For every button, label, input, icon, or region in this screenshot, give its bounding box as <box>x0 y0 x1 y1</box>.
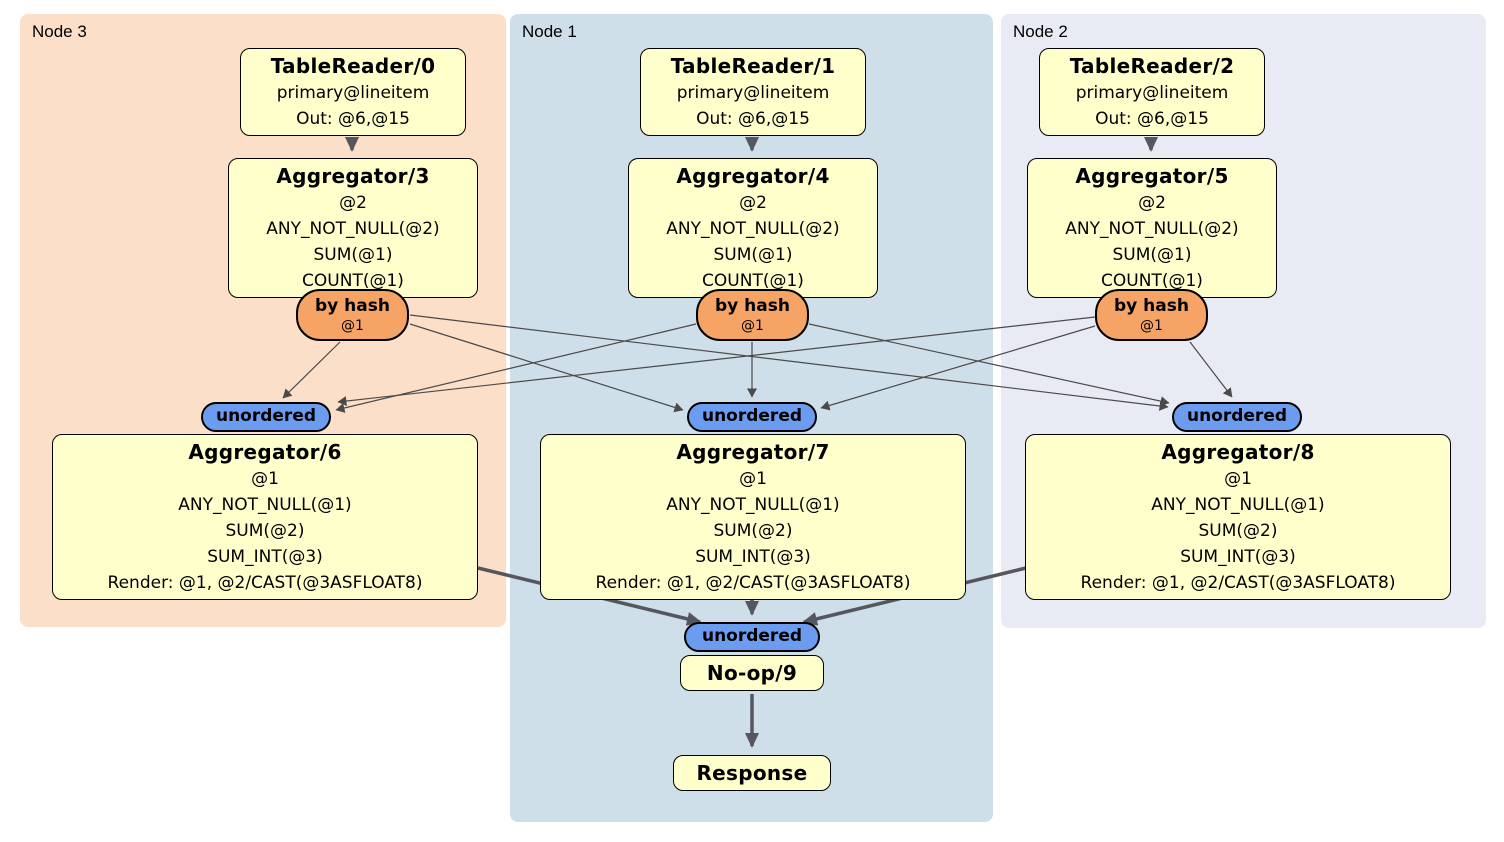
router-detail: @1 <box>1140 318 1163 334</box>
sync-unordered-node1: unordered <box>687 402 817 432</box>
panel-label-node1: Node 1 <box>522 22 577 41</box>
sync-unordered-final: unordered <box>684 622 820 652</box>
router-detail: @1 <box>741 318 764 334</box>
processor-line: SUM(@2) <box>225 521 305 541</box>
processor-line: Render: @1, @2/CAST(@3ASFLOAT8) <box>107 573 423 593</box>
processor-line: SUM_INT(@3) <box>1180 547 1296 567</box>
edge-byhash2-unordered3 <box>337 316 1096 407</box>
router-label: by hash <box>715 296 790 316</box>
processor-line: COUNT(@1) <box>702 271 804 291</box>
processor-aggregator5: Aggregator/5 @2 ANY_NOT_NULL(@2) SUM(@1)… <box>1027 158 1277 298</box>
processor-title: Aggregator/8 <box>1161 440 1315 464</box>
router-label: by hash <box>1114 296 1189 316</box>
processor-aggregator8: Aggregator/8 @1 ANY_NOT_NULL(@1) SUM(@2)… <box>1025 434 1451 600</box>
edge-byhash2-unordered2 <box>1189 341 1233 398</box>
sync-unordered-node2: unordered <box>1172 402 1302 432</box>
router-by-hash-node3: by hash @1 <box>296 289 409 341</box>
processor-title: Aggregator/4 <box>676 164 830 188</box>
processor-title: No-op/9 <box>706 661 798 685</box>
processor-line: ANY_NOT_NULL(@2) <box>1065 219 1239 239</box>
router-by-hash-node1: by hash @1 <box>696 289 809 341</box>
processor-line: Render: @1, @2/CAST(@3ASFLOAT8) <box>595 573 911 593</box>
processor-title: TableReader/0 <box>270 54 436 78</box>
processor-line: SUM(@1) <box>713 245 793 265</box>
processor-line: @2 <box>739 193 767 213</box>
processor-title: Aggregator/6 <box>188 440 342 464</box>
processor-line: @1 <box>739 469 767 489</box>
router-label: by hash <box>315 296 390 316</box>
processor-line: COUNT(@1) <box>302 271 404 291</box>
sync-unordered-node3: unordered <box>201 402 331 432</box>
processor-title: Response <box>696 761 808 785</box>
processor-aggregator3: Aggregator/3 @2 ANY_NOT_NULL(@2) SUM(@1)… <box>228 158 478 298</box>
processor-line: ANY_NOT_NULL(@1) <box>178 495 352 515</box>
edge-byhash1-unordered2 <box>808 323 1170 407</box>
processor-line: Render: @1, @2/CAST(@3ASFLOAT8) <box>1080 573 1396 593</box>
processor-tablereader2: TableReader/2 primary@lineitem Out: @6,@… <box>1039 48 1265 136</box>
processor-line: SUM(@2) <box>713 521 793 541</box>
processor-line: primary@lineitem <box>676 83 830 103</box>
edge-byhash3-unordered1 <box>409 323 684 413</box>
processor-line: SUM_INT(@3) <box>207 547 323 567</box>
processor-title: TableReader/1 <box>670 54 836 78</box>
processor-line: Out: @6,@15 <box>296 109 410 129</box>
processor-response: Response <box>673 755 831 791</box>
processor-line: SUM_INT(@3) <box>695 547 811 567</box>
processor-aggregator7: Aggregator/7 @1 ANY_NOT_NULL(@1) SUM(@2)… <box>540 434 966 600</box>
panel-label-node2: Node 2 <box>1013 22 1068 41</box>
processor-line: ANY_NOT_NULL(@1) <box>666 495 840 515</box>
edge-byhash3-unordered2 <box>409 314 1169 411</box>
processor-line: @2 <box>339 193 367 213</box>
router-by-hash-node2: by hash @1 <box>1095 289 1208 341</box>
processor-line: @1 <box>251 469 279 489</box>
processor-tablereader1: TableReader/1 primary@lineitem Out: @6,@… <box>640 48 866 136</box>
processor-line: primary@lineitem <box>1075 83 1229 103</box>
edge-byhash3-unordered3 <box>282 341 341 399</box>
processor-aggregator4: Aggregator/4 @2 ANY_NOT_NULL(@2) SUM(@1)… <box>628 158 878 298</box>
processor-line: Out: @6,@15 <box>1095 109 1209 129</box>
processor-tablereader0: TableReader/0 primary@lineitem Out: @6,@… <box>240 48 466 136</box>
processor-title: Aggregator/5 <box>1075 164 1229 188</box>
processor-line: ANY_NOT_NULL(@2) <box>666 219 840 239</box>
processor-title: Aggregator/7 <box>676 440 830 464</box>
processor-line: SUM(@2) <box>1198 521 1278 541</box>
processor-title: Aggregator/3 <box>276 164 430 188</box>
processor-title: TableReader/2 <box>1069 54 1235 78</box>
processor-noop9: No-op/9 <box>680 655 824 691</box>
processor-line: SUM(@1) <box>313 245 393 265</box>
processor-line: @2 <box>1138 193 1166 213</box>
processor-line: Out: @6,@15 <box>696 109 810 129</box>
panel-label-node3: Node 3 <box>32 22 87 41</box>
processor-aggregator6: Aggregator/6 @1 ANY_NOT_NULL(@1) SUM(@2)… <box>52 434 478 600</box>
processor-line: ANY_NOT_NULL(@1) <box>1151 495 1325 515</box>
processor-line: @1 <box>1224 469 1252 489</box>
edge-byhash2-unordered1 <box>820 325 1096 411</box>
router-detail: @1 <box>341 318 364 334</box>
processor-line: SUM(@1) <box>1112 245 1192 265</box>
processor-line: ANY_NOT_NULL(@2) <box>266 219 440 239</box>
processor-line: COUNT(@1) <box>1101 271 1203 291</box>
processor-line: primary@lineitem <box>276 83 430 103</box>
